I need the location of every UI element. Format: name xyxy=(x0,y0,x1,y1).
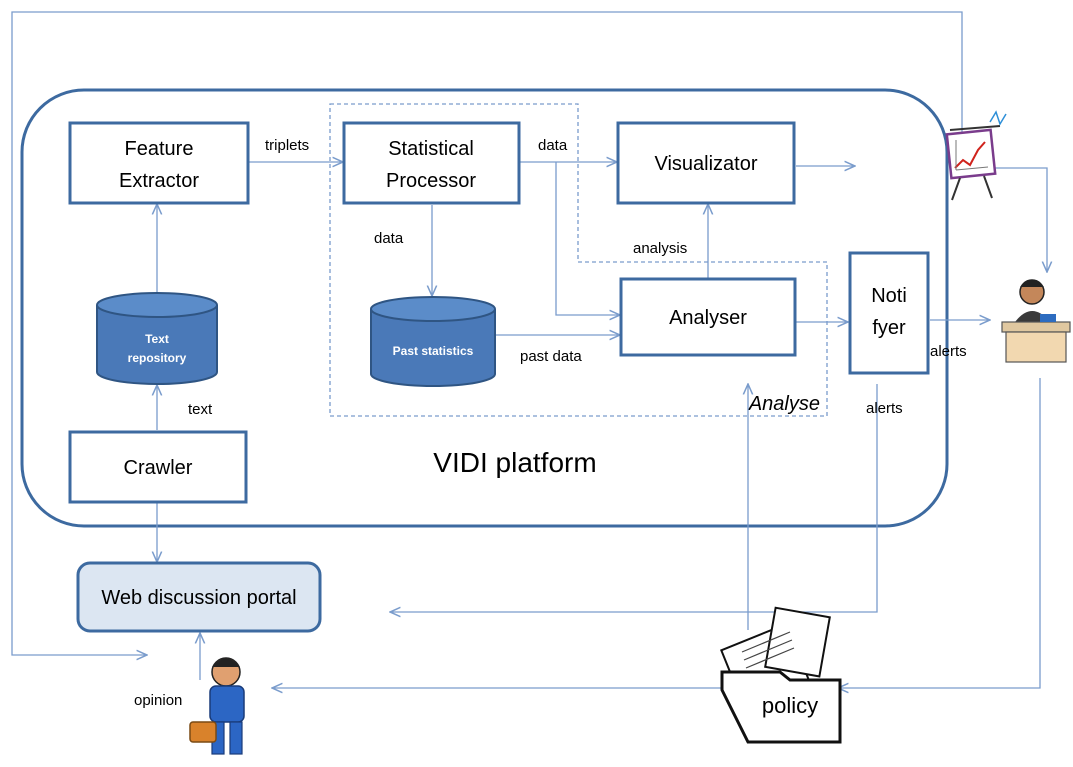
feature-extractor-line1: Feature xyxy=(125,138,194,160)
notifyer-line2: fyer xyxy=(872,317,906,339)
edge-desk-to-policy xyxy=(838,378,1041,688)
chart-easel-icon xyxy=(945,110,1007,201)
edge-label-alerts-right: alerts xyxy=(930,343,967,360)
node-notifyer[interactable]: Noti fyer xyxy=(848,251,930,375)
businessman-icon xyxy=(189,657,245,755)
crawler-label: Crawler xyxy=(124,457,193,479)
node-crawler[interactable]: Crawler xyxy=(68,430,248,504)
notifyer-line1: Noti xyxy=(871,285,907,307)
node-statistical-processor[interactable]: Statistical Processor xyxy=(342,121,521,205)
feedback-line-top xyxy=(11,11,963,655)
edge-label-past-data: past data xyxy=(520,348,582,365)
edge-label-data-top: data xyxy=(538,137,568,154)
node-analyser[interactable]: Analyser xyxy=(619,277,797,357)
analyser-label: Analyser xyxy=(669,307,747,329)
visualizator-label: Visualizator xyxy=(654,153,757,175)
statistical-processor-line1: Statistical xyxy=(388,138,474,160)
edge-label-alerts-down: alerts xyxy=(866,400,903,417)
desk-person-icon xyxy=(1001,279,1071,363)
node-web-discussion-portal[interactable]: Web discussion portal xyxy=(76,561,322,633)
node-feature-extractor[interactable]: Feature Extractor xyxy=(68,121,250,205)
edge-processor-to-analyser xyxy=(555,162,620,315)
text-repository-line2: repository xyxy=(128,351,187,365)
node-text-repository[interactable]: Text repository xyxy=(96,292,218,385)
edge-label-triplets: triplets xyxy=(265,137,309,154)
policy-folder-icon: policy xyxy=(720,606,842,744)
feature-extractor-line2: Extractor xyxy=(119,170,199,192)
edge-label-text: text xyxy=(188,401,213,418)
text-repository-line1: Text xyxy=(145,332,169,346)
statistical-processor-line2: Processor xyxy=(386,170,476,192)
vidi-platform-container xyxy=(20,88,949,528)
node-visualizator[interactable]: Visualizator xyxy=(616,121,796,205)
edge-label-data-down: data xyxy=(374,230,404,247)
past-statistics-label: Past statistics xyxy=(393,344,474,358)
edge-label-opinion: opinion xyxy=(134,692,182,709)
edge-notifyer-to-portal xyxy=(390,384,878,612)
edge-chart-to-desk xyxy=(988,167,1047,272)
analyse-region xyxy=(329,103,828,417)
analyse-region-label: Analyse xyxy=(748,393,820,415)
policy-label: policy xyxy=(762,693,818,718)
edge-label-analysis: analysis xyxy=(633,240,687,257)
web-portal-label: Web discussion portal xyxy=(101,587,296,609)
node-past-statistics[interactable]: Past statistics xyxy=(370,296,496,387)
vidi-platform-label: VIDI platform xyxy=(433,447,596,478)
